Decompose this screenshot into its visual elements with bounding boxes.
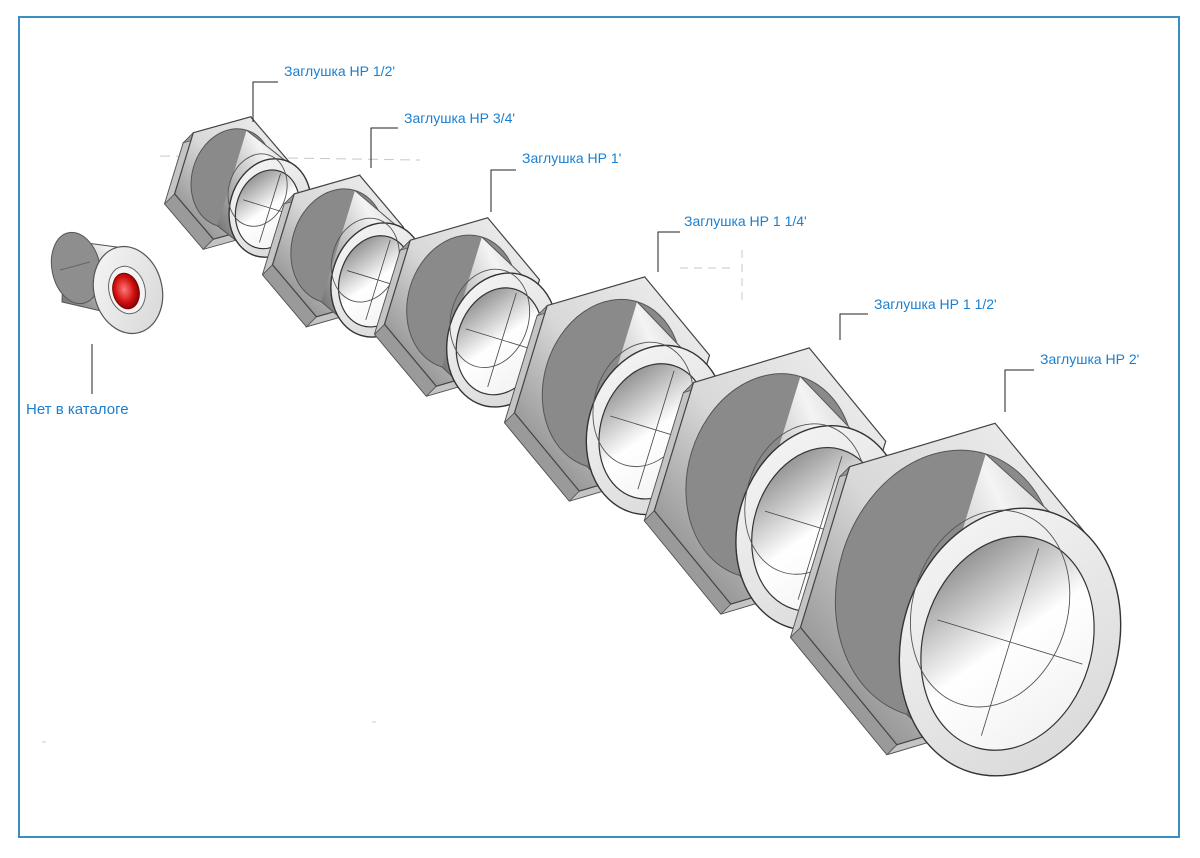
label-plug-2: Заглушка НР 2' — [1040, 351, 1139, 367]
callout-plug-1-2: Заглушка НР 1/2' — [252, 63, 395, 122]
label-no-catalog: Нет в каталоге — [26, 401, 129, 418]
callout-plug-2: Заглушка НР 2' — [1004, 351, 1139, 412]
callout-plug-1-1-2: Заглушка НР 1 1/2' — [839, 296, 997, 340]
labels-layer: Нет в каталоге Заглушка НР 1/2' Заглушка… — [26, 63, 1139, 418]
construction-lines — [42, 155, 743, 743]
label-plug-1-1-2: Заглушка НР 1 1/2' — [874, 296, 997, 312]
label-plug-3-4: Заглушка НР 3/4' — [404, 110, 515, 126]
label-plug-1-1-4: Заглушка НР 1 1/4' — [684, 213, 807, 229]
part-no-catalog — [50, 231, 164, 335]
parts-layer — [50, 116, 1122, 777]
part-plug-2 — [789, 422, 1122, 777]
label-plug-1-2: Заглушка НР 1/2' — [284, 63, 395, 79]
callout-no-catalog: Нет в каталоге — [26, 344, 129, 418]
callout-plug-1-1-4: Заглушка НР 1 1/4' — [657, 213, 807, 272]
callout-plug-1: Заглушка НР 1' — [490, 150, 621, 212]
label-plug-1: Заглушка НР 1' — [522, 150, 621, 166]
part-plug-3-4 — [261, 174, 426, 338]
part-plug-1 — [373, 217, 559, 408]
callout-plug-3-4: Заглушка НР 3/4' — [370, 110, 515, 168]
